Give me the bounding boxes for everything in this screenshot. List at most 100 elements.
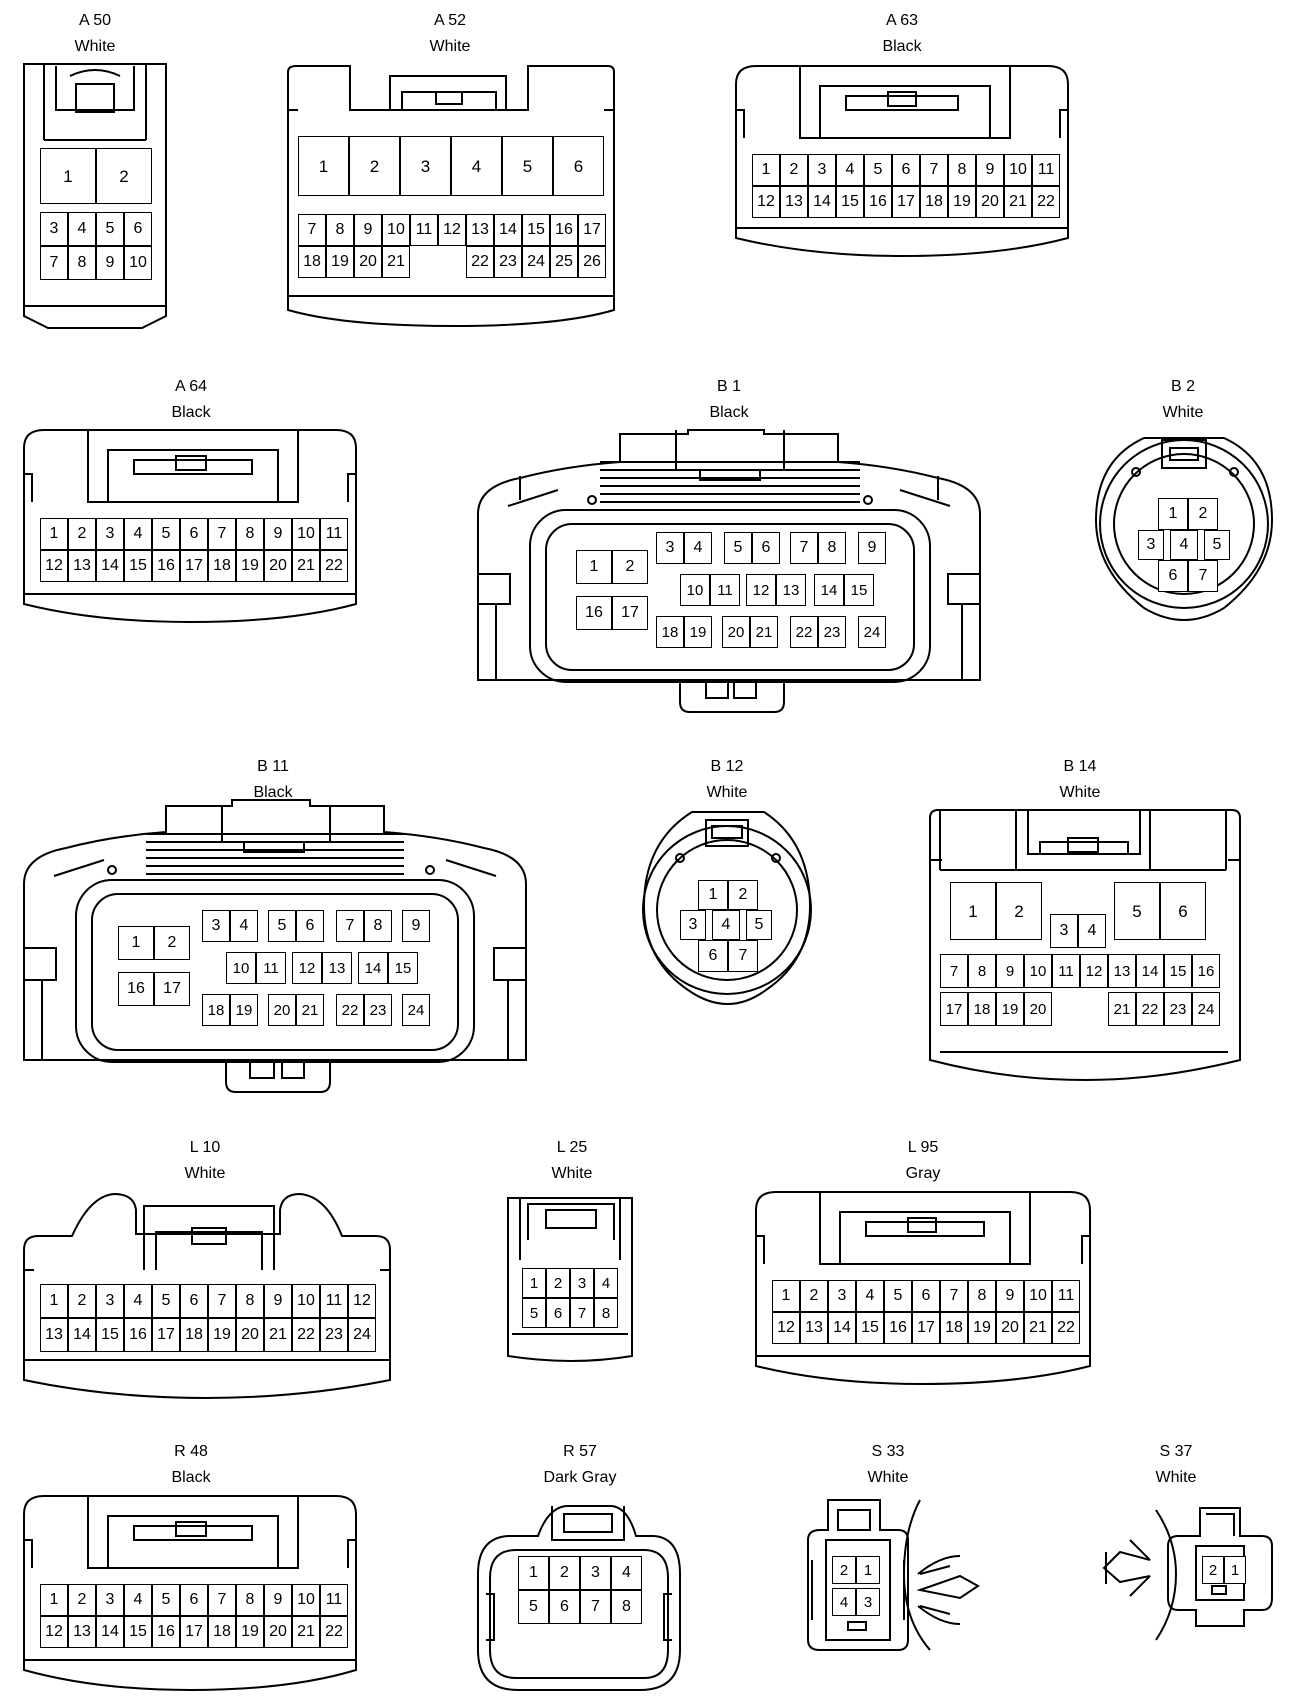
- pin-a64-17: 17: [180, 550, 208, 582]
- connector-body-b11: [23, 799, 527, 1093]
- pin-l10-10: 10: [292, 1284, 320, 1318]
- pin-b11-5: 5: [268, 910, 296, 942]
- pin-l95-17: 17: [912, 1312, 940, 1344]
- pin-a52-2: 2: [349, 136, 400, 196]
- connector-color-b12: White: [706, 784, 748, 801]
- pin-a64-10: 10: [292, 518, 320, 550]
- pin-l95-2: 2: [800, 1280, 828, 1312]
- pin-b11-21: 21: [296, 994, 324, 1026]
- connector-color-s33: White: [867, 1469, 909, 1486]
- connector-body-b12: [642, 811, 812, 1005]
- pin-l25-6: 6: [546, 1298, 570, 1328]
- pin-b11-20: 20: [268, 994, 296, 1026]
- pin-a52-16: 16: [550, 214, 578, 246]
- pin-a64-2: 2: [68, 518, 96, 550]
- pin-l95-8: 8: [968, 1280, 996, 1312]
- connector-id-a52: A 52: [433, 12, 467, 29]
- pin-r48-18: 18: [208, 1616, 236, 1648]
- connector-id-b11: B 11: [257, 758, 289, 775]
- pin-b14-8: 8: [968, 954, 996, 988]
- pin-s33-4: 4: [832, 1588, 856, 1616]
- pin-a63-6: 6: [892, 154, 920, 186]
- pin-a50-2: 2: [96, 148, 152, 204]
- pin-b14-21: 21: [1108, 992, 1136, 1026]
- pin-a52-7: 7: [298, 214, 326, 246]
- pin-b1-22: 22: [790, 616, 818, 648]
- pin-b1-11: 11: [710, 574, 740, 606]
- pin-b14-4: 4: [1078, 914, 1106, 948]
- pin-b11-8: 8: [364, 910, 392, 942]
- pin-a50-10: 10: [124, 246, 152, 280]
- connector-id-b2: B 2: [1170, 378, 1196, 395]
- pin-a52-10: 10: [382, 214, 410, 246]
- pin-b1-23: 23: [818, 616, 846, 648]
- pin-l95-9: 9: [996, 1280, 1024, 1312]
- pin-a52-23: 23: [494, 246, 522, 278]
- pin-a52-3: 3: [400, 136, 451, 196]
- pin-b12-5: 5: [746, 910, 772, 940]
- pin-a52-5: 5: [502, 136, 553, 196]
- pin-b1-2: 2: [612, 550, 648, 584]
- pin-l25-8: 8: [594, 1298, 618, 1328]
- pin-a64-19: 19: [236, 550, 264, 582]
- pin-a50-9: 9: [96, 246, 124, 280]
- connector-color-b14: White: [1059, 784, 1101, 801]
- pin-a63-20: 20: [976, 186, 1004, 218]
- pin-b1-21: 21: [750, 616, 778, 648]
- pin-b1-1: 1: [576, 550, 612, 584]
- pin-l95-18: 18: [940, 1312, 968, 1344]
- pin-l10-23: 23: [320, 1318, 348, 1352]
- pin-b12-7: 7: [728, 940, 758, 972]
- connector-body-b2: [1094, 437, 1274, 621]
- pin-b1-18: 18: [656, 616, 684, 648]
- pin-a64-14: 14: [96, 550, 124, 582]
- pin-b1-8: 8: [818, 532, 846, 564]
- connector-body-s33: [807, 1499, 980, 1651]
- pin-a63-5: 5: [864, 154, 892, 186]
- pin-r48-8: 8: [236, 1584, 264, 1616]
- pin-a63-17: 17: [892, 186, 920, 218]
- pin-b11-6: 6: [296, 910, 324, 942]
- connector-id-a50: A 50: [78, 12, 112, 29]
- pin-a63-1: 1: [752, 154, 780, 186]
- pin-r48-4: 4: [124, 1584, 152, 1616]
- pin-r48-14: 14: [96, 1616, 124, 1648]
- pin-a52-18: 18: [298, 246, 326, 278]
- pin-b14-9: 9: [996, 954, 1024, 988]
- pin-a63-10: 10: [1004, 154, 1032, 186]
- pin-b11-16: 16: [118, 972, 154, 1006]
- pin-b2-4: 4: [1170, 530, 1198, 560]
- pin-b1-12: 12: [746, 574, 776, 606]
- connector-body-l10: [23, 1192, 391, 1400]
- pin-l95-22: 22: [1052, 1312, 1080, 1344]
- pin-l95-15: 15: [856, 1312, 884, 1344]
- pin-b14-6: 6: [1160, 882, 1206, 940]
- pin-a64-12: 12: [40, 550, 68, 582]
- pin-a63-11: 11: [1032, 154, 1060, 186]
- pin-b1-14: 14: [814, 574, 844, 606]
- pin-l10-22: 22: [292, 1318, 320, 1352]
- pin-l10-14: 14: [68, 1318, 96, 1352]
- pin-b11-3: 3: [202, 910, 230, 942]
- pin-b12-1: 1: [698, 880, 728, 910]
- pin-a63-22: 22: [1032, 186, 1060, 218]
- pin-b14-18: 18: [968, 992, 996, 1026]
- pin-b14-1: 1: [950, 882, 996, 940]
- pin-l95-16: 16: [884, 1312, 912, 1344]
- pin-l25-2: 2: [546, 1268, 570, 1298]
- pin-a63-7: 7: [920, 154, 948, 186]
- pin-b2-2: 2: [1188, 498, 1218, 530]
- pin-b1-19: 19: [684, 616, 712, 648]
- pin-a63-21: 21: [1004, 186, 1032, 218]
- pin-b1-17: 17: [612, 596, 648, 630]
- connector-body-r57: [477, 1505, 681, 1691]
- pin-a52-4: 4: [451, 136, 502, 196]
- pin-a64-13: 13: [68, 550, 96, 582]
- connector-body-r48: [23, 1495, 357, 1692]
- pin-a63-19: 19: [948, 186, 976, 218]
- pin-b2-3: 3: [1138, 530, 1164, 560]
- connector-id-a63: A 63: [885, 12, 919, 29]
- pin-b2-5: 5: [1204, 530, 1230, 560]
- pin-l95-20: 20: [996, 1312, 1024, 1344]
